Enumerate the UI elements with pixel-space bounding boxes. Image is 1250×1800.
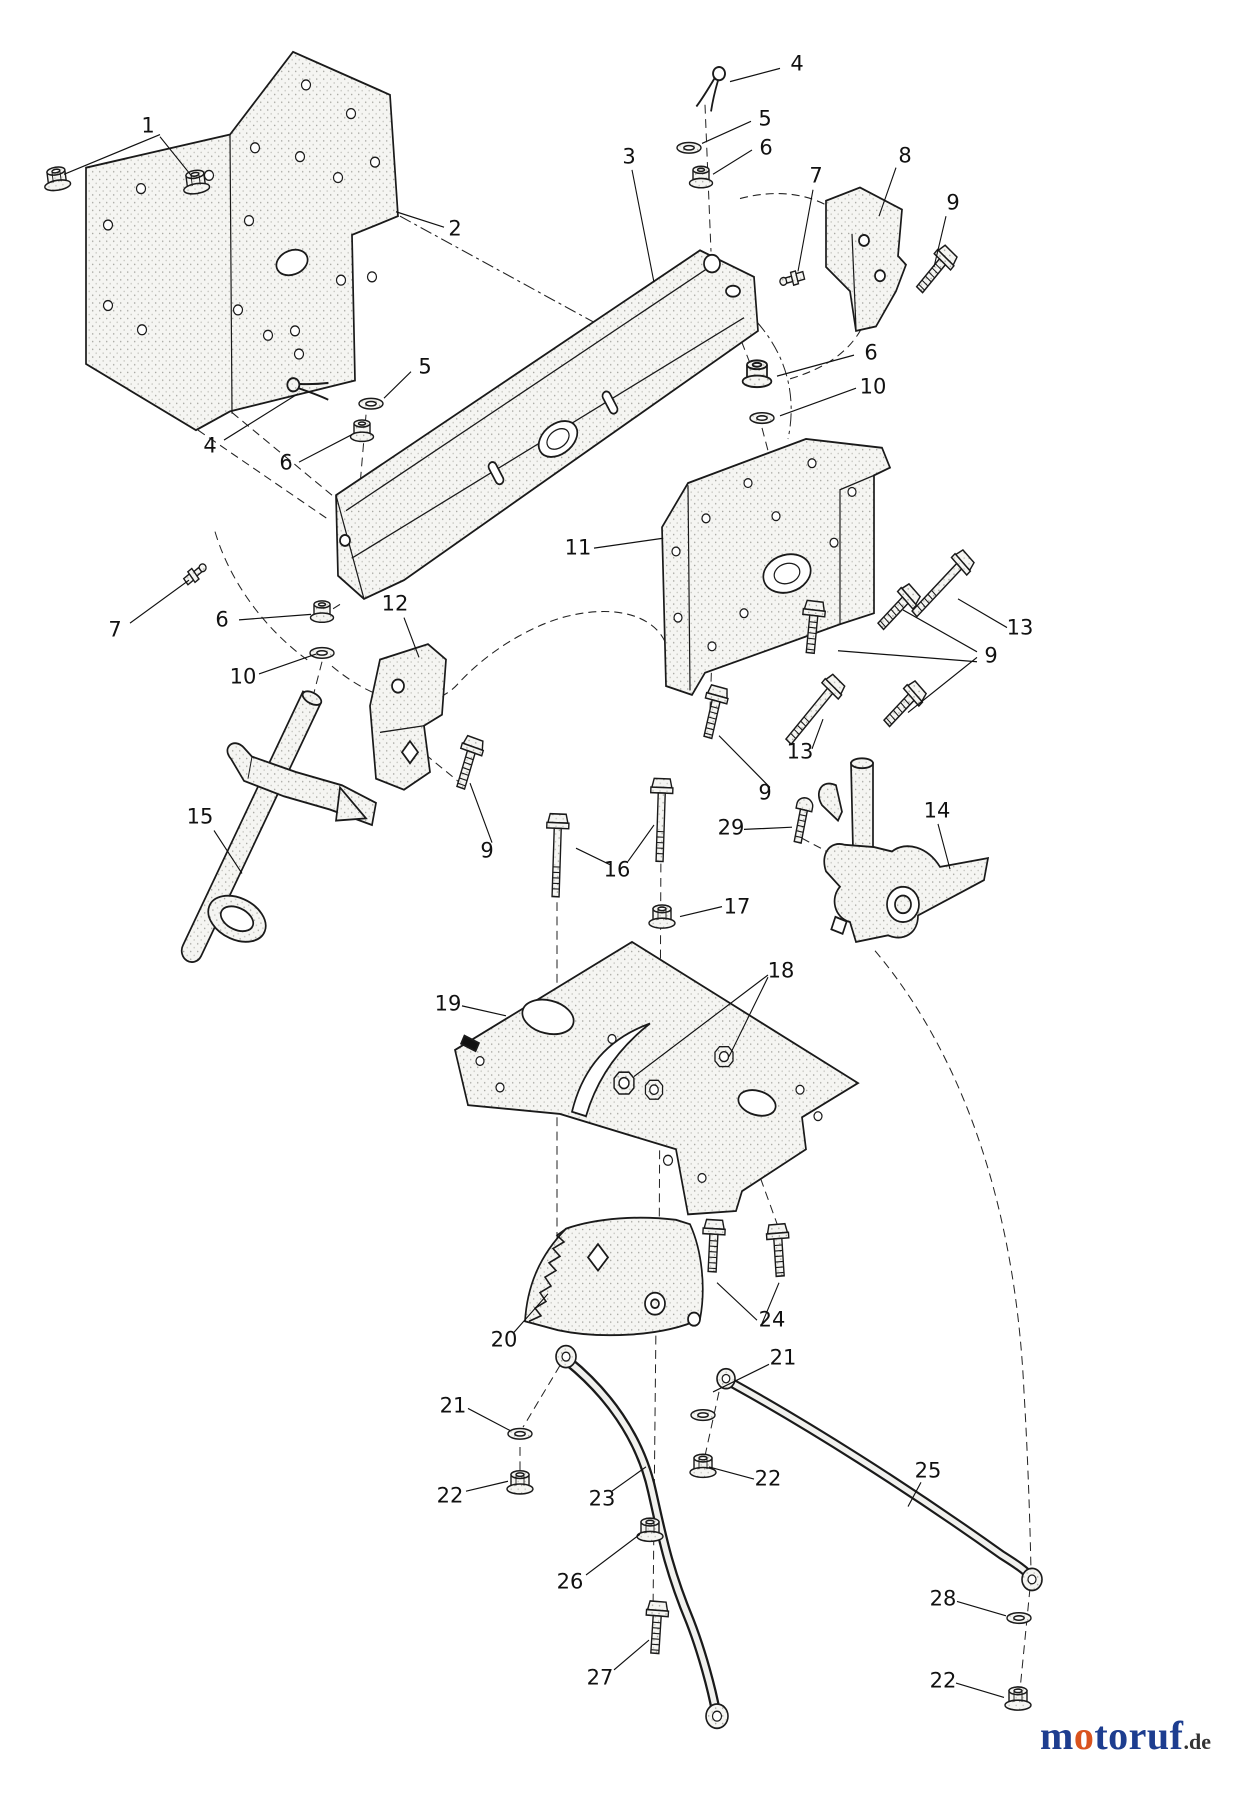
part-18-carriage-bolt-head: [714, 1045, 734, 1068]
brand-pre: m: [1040, 1713, 1074, 1758]
part-6-bushing: [688, 165, 714, 189]
part-10-washer: [309, 646, 335, 660]
part-22-flange-nut: [506, 1470, 534, 1495]
part-22-flange-nut: [1004, 1686, 1032, 1711]
part-18-carriage-bolt-head: [613, 1071, 635, 1095]
part-17-flange-nut: [648, 904, 676, 929]
part-6-bushing: [741, 359, 773, 389]
part-6-bushing: [349, 419, 375, 443]
leader-lines: [63, 67, 1008, 1699]
brand-logo: motoruf.de: [1040, 1712, 1211, 1759]
flange-nut-on-plate: [644, 1079, 664, 1100]
part-22-flange-nut: [689, 1453, 717, 1479]
part-8-support-bracket: [825, 186, 908, 332]
part-14-steering-spindle: [817, 757, 990, 943]
part-11-rear-bracket: [661, 438, 892, 696]
part-19-mounting-plate: [454, 940, 860, 1216]
part-5-washer: [358, 397, 384, 410]
part-2-engine-bracket: [85, 50, 399, 432]
part-28-washer: [1006, 1611, 1032, 1625]
part-3-frame-rail: [335, 249, 759, 600]
part-21-washer: [507, 1427, 533, 1440]
brand-rest: toruf: [1094, 1713, 1184, 1758]
part-12-pivot-bracket: [369, 643, 447, 791]
brand-tld: .de: [1183, 1729, 1211, 1754]
part-15-steering-shaft: [180, 690, 377, 963]
part-5-washer: [676, 141, 702, 154]
part-26-lock-nut: [636, 1517, 664, 1543]
part-20-sector-gear: [524, 1216, 704, 1337]
part-25-tie-rod: [716, 1367, 1043, 1592]
part-10-washer: [749, 411, 775, 425]
part-21-washer: [690, 1409, 716, 1422]
brand-accent: o: [1073, 1713, 1095, 1758]
part-6-bushing: [309, 600, 335, 624]
